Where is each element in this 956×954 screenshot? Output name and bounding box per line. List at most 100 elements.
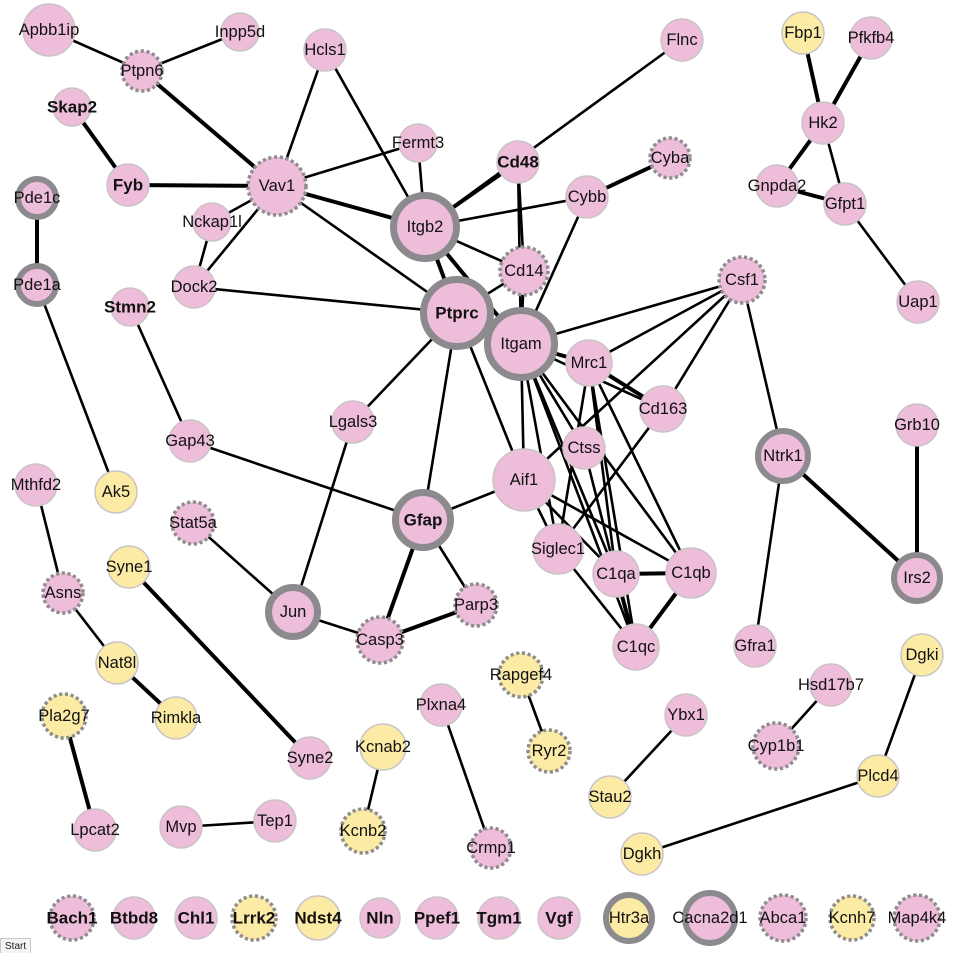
node-jun[interactable]: Jun [265,584,321,640]
node-nat8l[interactable]: Nat8l [95,641,139,685]
node-cyba[interactable]: Cyba [648,136,692,180]
node-circle [419,683,463,727]
node-cd163[interactable]: Cd163 [639,385,688,433]
node-stau2[interactable]: Stau2 [588,775,632,819]
node-crmp1[interactable]: Crmp1 [466,826,516,870]
node-mthfd2[interactable]: Mthfd2 [11,463,61,507]
node-vav1[interactable]: Vav1 [246,155,308,217]
node-hk2[interactable]: Hk2 [801,101,845,145]
node-apbb1ip[interactable]: Apbb1ip [19,3,80,57]
node-rimkla[interactable]: Rimkla [151,696,202,740]
edge-csf1-mrc1 [587,278,744,365]
node-hsd17b7[interactable]: Hsd17b7 [798,663,864,707]
node-pde1a[interactable]: Pde1a [13,263,62,307]
node-plxna4[interactable]: Plxna4 [416,683,466,727]
node-gnpda2[interactable]: Gnpda2 [748,164,807,208]
node-mrc1[interactable]: Mrc1 [565,339,613,387]
node-kcnb2[interactable]: Kcnb2 [339,807,387,855]
node-itgam[interactable]: Itgam [484,307,558,381]
node-dgkh[interactable]: Dgkh [620,832,664,876]
node-c1qc[interactable]: C1qc [612,623,660,671]
node-cyp1b1[interactable]: Cyp1b1 [748,721,805,771]
node-gap43[interactable]: Gap43 [165,419,215,463]
node-csf1[interactable]: Csf1 [717,255,767,305]
node-abca1[interactable]: Abca1 [758,893,808,943]
node-chl1[interactable]: Chl1 [174,896,218,940]
node-circle [562,426,606,470]
node-circle [168,419,212,463]
node-label: Skap2 [47,98,97,117]
node-tgm1[interactable]: Tgm1 [476,896,522,940]
node-gfpt1[interactable]: Gfpt1 [823,182,867,226]
node-ppef1[interactable]: Ppef1 [414,896,460,940]
start-tab[interactable]: Start [0,938,32,953]
node-pde1c[interactable]: Pde1c [14,176,61,220]
node-nckap1l[interactable]: Nckap1l [182,202,242,242]
node-ak5[interactable]: Ak5 [94,470,138,514]
node-label: Itgb2 [407,218,444,236]
node-lpcat2[interactable]: Lpcat2 [70,808,120,852]
node-circle [849,16,893,60]
node-stat5a[interactable]: Stat5a [169,500,218,546]
node-plcd4[interactable]: Plcd4 [856,754,900,798]
node-ntrk1[interactable]: Ntrk1 [755,428,811,484]
node-lgals3[interactable]: Lgals3 [329,400,378,444]
node-pfkfb4[interactable]: Pfkfb4 [848,16,895,60]
node-lrrk2[interactable]: Lrrk2 [230,894,278,942]
node-tep1[interactable]: Tep1 [253,799,297,843]
node-vgf[interactable]: Vgf [537,896,581,940]
node-siglec1[interactable]: Siglec1 [531,523,585,575]
node-dock2[interactable]: Dock2 [171,265,218,309]
node-syne2[interactable]: Syne2 [287,736,334,780]
node-parp3[interactable]: Parp3 [453,582,499,628]
node-c1qa[interactable]: C1qa [592,550,640,598]
node-fbp1[interactable]: Fbp1 [781,11,825,55]
node-kcnab2[interactable]: Kcnab2 [355,723,411,771]
node-aif1[interactable]: Aif1 [492,448,556,512]
node-label: Lgals3 [329,413,378,431]
node-label: Crmp1 [466,839,516,857]
node-rapgef4[interactable]: Rapgef4 [490,651,552,699]
node-c1qb[interactable]: C1qb [665,547,717,599]
node-mvp[interactable]: Mvp [159,805,203,849]
node-kcnh7[interactable]: Kcnh7 [828,894,876,942]
node-ybx1[interactable]: Ybx1 [664,693,708,737]
node-grb10[interactable]: Grb10 [894,403,940,447]
node-label: Ptprc [435,304,478,323]
node-ryr2[interactable]: Ryr2 [526,728,572,774]
node-fermt3[interactable]: Fermt3 [392,123,444,163]
node-ptprc[interactable]: Ptprc [420,276,494,350]
node-irs2[interactable]: Irs2 [891,552,943,604]
node-label: Plxna4 [416,696,466,714]
node-cacna2d1[interactable]: Cacna2d1 [672,890,748,946]
node-btbd8[interactable]: Btbd8 [110,896,158,940]
node-fyb[interactable]: Fyb [106,163,150,207]
node-cd48[interactable]: Cd48 [496,140,540,184]
node-htr3a[interactable]: Htr3a [603,892,655,944]
node-pla2g7[interactable]: Pla2g7 [38,692,90,740]
node-ctss[interactable]: Ctss [562,426,606,470]
node-cd14[interactable]: Cd14 [498,245,550,297]
node-label: Htr3a [609,909,650,927]
node-map4k4[interactable]: Map4k4 [888,893,947,943]
node-inpp5d[interactable]: Inpp5d [215,12,265,52]
node-label: Aif1 [510,471,538,489]
node-uap1[interactable]: Uap1 [896,280,940,324]
node-label: Abca1 [760,909,807,927]
node-stmn2[interactable]: Stmn2 [104,287,156,327]
node-skap2[interactable]: Skap2 [47,87,97,127]
node-cybb[interactable]: Cybb [565,175,609,219]
node-asns[interactable]: Asns [41,571,85,615]
node-dgki[interactable]: Dgki [900,633,944,677]
node-gfra1[interactable]: Gfra1 [733,624,777,668]
node-nln[interactable]: Nln [359,897,401,939]
node-itgb2[interactable]: Itgb2 [390,192,460,262]
node-gfap[interactable]: Gfap [392,489,454,551]
node-flnc[interactable]: Flnc [660,18,704,62]
node-hcls1[interactable]: Hcls1 [303,28,347,72]
node-bach1[interactable]: Bach1 [46,894,98,942]
node-ptpn6[interactable]: Ptpn6 [120,49,164,93]
node-syne1[interactable]: Syne1 [106,545,153,589]
node-casp3[interactable]: Casp3 [355,615,405,665]
node-ndst4[interactable]: Ndst4 [294,895,342,941]
